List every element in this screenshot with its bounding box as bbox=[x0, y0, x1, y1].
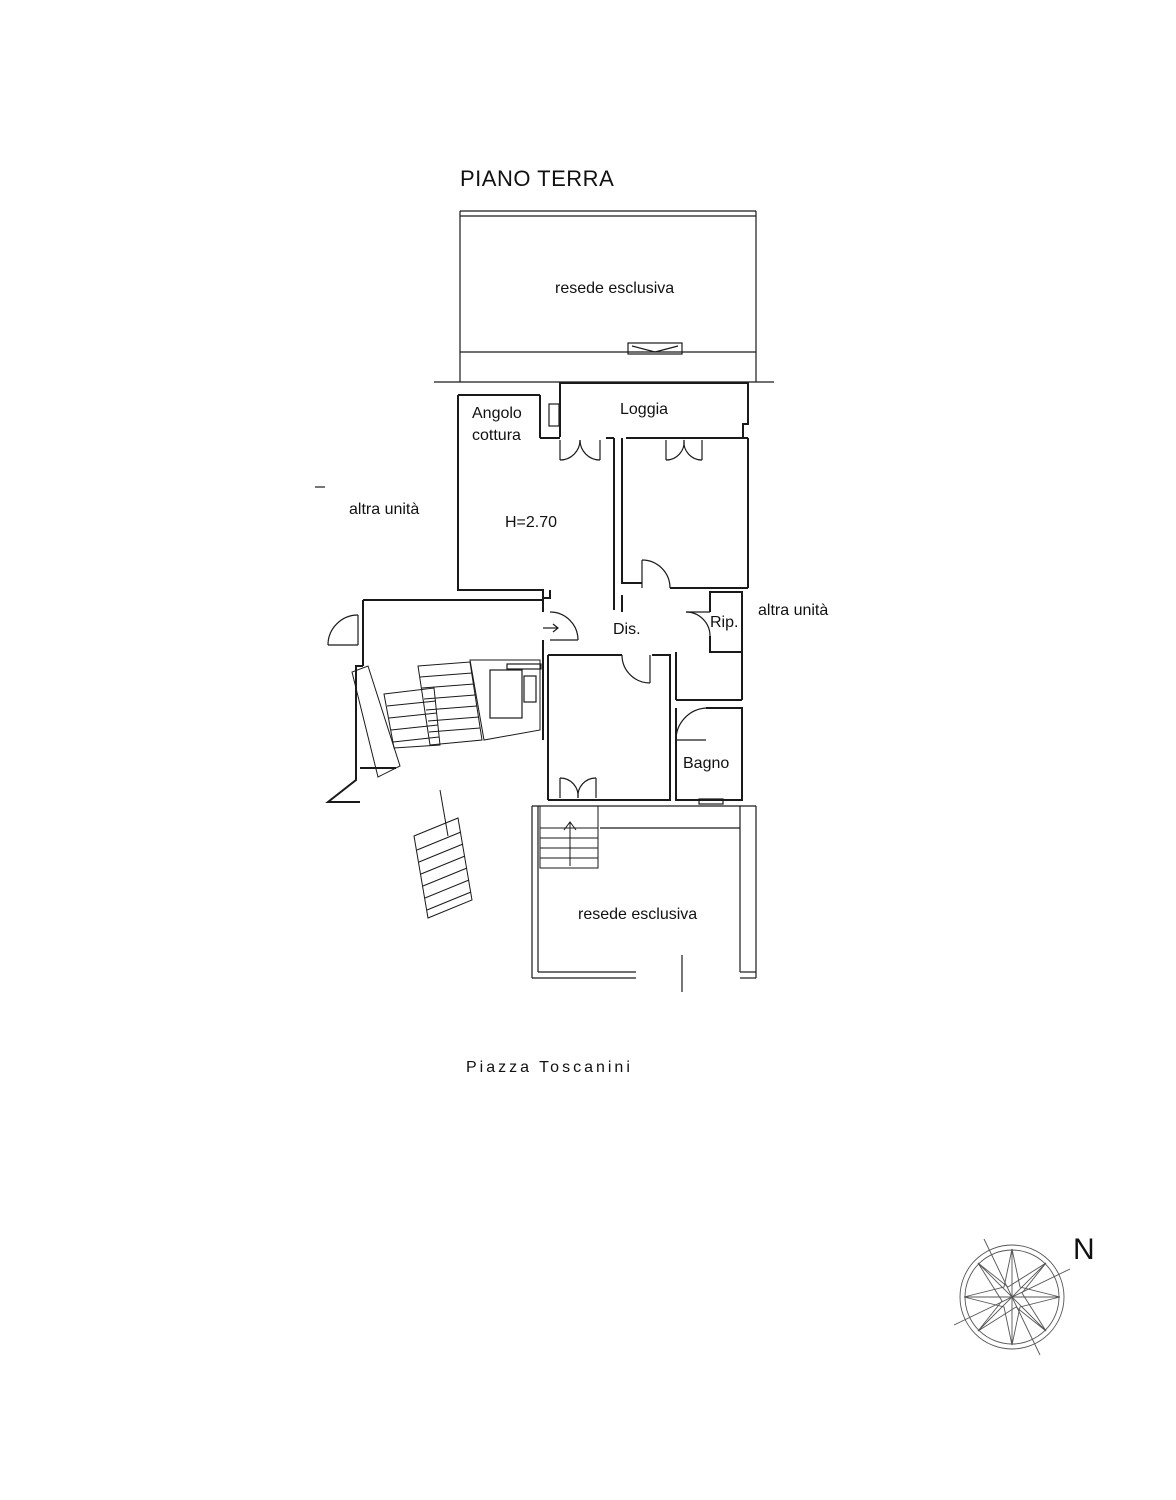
compass-rose-icon bbox=[953, 1238, 1071, 1356]
entrance-hall bbox=[325, 599, 579, 803]
resede-bottom: resede esclusiva bbox=[531, 805, 757, 992]
door-loggia-right bbox=[665, 439, 703, 461]
dis-label: Dis. bbox=[613, 621, 641, 638]
living-room: Angolo cottura H=2.70 bbox=[457, 394, 615, 610]
plan-title: PIANO TERRA bbox=[460, 166, 614, 191]
resede-bottom-label: resede esclusiva bbox=[578, 906, 697, 923]
loggia: Loggia bbox=[548, 382, 749, 439]
ripostiglio: Rip. bbox=[685, 591, 743, 653]
altra-unita-right: altra unità bbox=[758, 602, 828, 619]
bedroom-upper bbox=[621, 437, 749, 589]
street-label: Piazza Toscanini bbox=[466, 1059, 633, 1076]
bathroom: Bagno bbox=[675, 707, 743, 805]
stairs-exterior bbox=[413, 789, 473, 919]
bagno-label: Bagno bbox=[683, 755, 729, 772]
rip-label: Rip. bbox=[710, 614, 738, 631]
bedroom-lower bbox=[547, 654, 671, 801]
stairs-main bbox=[351, 659, 542, 778]
room-height-label: H=2.70 bbox=[505, 514, 557, 531]
loggia-label: Loggia bbox=[620, 401, 668, 418]
resede-top-label: resede esclusiva bbox=[555, 280, 674, 297]
angolo-label-2: cottura bbox=[472, 427, 521, 444]
resede-top: resede esclusiva bbox=[434, 210, 774, 383]
angolo-label-1: Angolo bbox=[472, 405, 522, 422]
north-label: N bbox=[1073, 1233, 1095, 1266]
altra-unita-left: altra unità bbox=[349, 501, 419, 518]
door-loggia-left bbox=[559, 439, 601, 461]
